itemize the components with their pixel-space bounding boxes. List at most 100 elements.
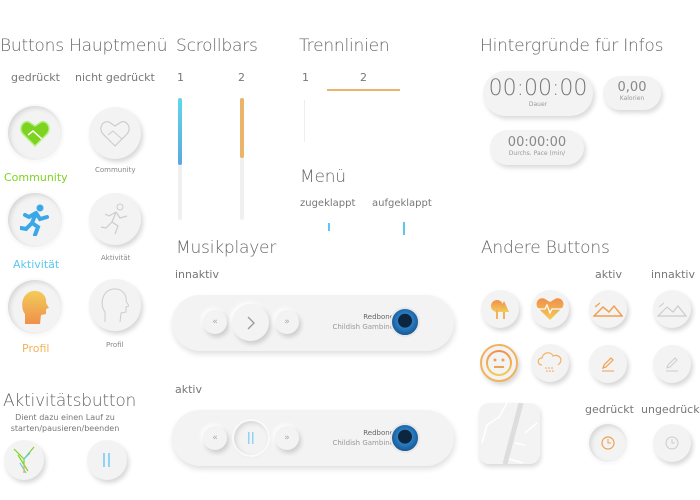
community-button-pressed[interactable] — [8, 106, 62, 160]
activity-button-description: Dient dazu einen Lauf zu starten/pausiere… — [0, 412, 130, 434]
album-cover — [390, 423, 420, 453]
activity-button-pressed[interactable] — [8, 193, 62, 247]
menu-title: Menü — [300, 167, 346, 187]
pencil-icon — [602, 357, 614, 372]
unpressed-label: ungedrück — [641, 403, 700, 416]
timer-button-pressed[interactable] — [589, 424, 627, 462]
weather-button[interactable] — [531, 344, 569, 382]
community-button[interactable] — [89, 107, 141, 159]
description-line: Dient dazu einen Lauf zu — [15, 413, 115, 422]
menu-handle-expanded[interactable] — [403, 222, 405, 235]
calories-value: 0,00 — [617, 80, 647, 95]
pause-button[interactable] — [234, 421, 268, 455]
handshake-heart-icon — [100, 121, 130, 147]
profile-label: Profil — [106, 341, 124, 349]
elevation-button-inactive[interactable] — [653, 290, 691, 328]
handshake-heart-icon — [20, 120, 50, 147]
app-logo-icon — [13, 446, 35, 474]
unpressed-label: nicht gedrückt — [75, 71, 155, 84]
music-player-inactive: « » Redbone Childish Gambino — [172, 295, 454, 351]
scrollbar-2[interactable] — [240, 98, 244, 220]
divider-label-1: 1 — [302, 71, 309, 84]
map-button[interactable] — [479, 403, 540, 464]
trees-button[interactable] — [481, 290, 519, 328]
pressed-label: gedrückt — [11, 71, 60, 84]
cloud-rain-icon — [537, 352, 562, 372]
heart-rate-icon — [536, 298, 564, 320]
elevation-button-active[interactable] — [589, 290, 627, 328]
pace-display: 00:00:00 Durchs. Pace (min/ — [490, 130, 584, 165]
edit-button-inactive[interactable] — [653, 345, 691, 383]
clock-icon — [665, 436, 679, 450]
community-label: Community — [95, 166, 136, 174]
pace-label: Durchs. Pace (min/ — [508, 150, 566, 157]
profile-label-active: Profil — [22, 342, 50, 355]
info-backgrounds-title: Hintergründe für Infos — [480, 36, 664, 56]
calories-label: Kalorien — [619, 95, 645, 102]
scrollbar-1[interactable] — [178, 98, 182, 220]
player-active-label: aktiv — [175, 383, 202, 396]
profile-button-pressed[interactable] — [8, 280, 62, 334]
head-profile-icon — [22, 290, 49, 324]
scrollbar-label-1: 1 — [177, 71, 184, 84]
mountains-icon — [593, 302, 623, 317]
artist-name: Childish Gambino — [332, 439, 394, 447]
previous-button[interactable]: « — [203, 426, 227, 450]
profile-button[interactable] — [89, 279, 141, 331]
other-buttons-title: Andere Buttons — [481, 238, 610, 258]
mountains-icon — [657, 302, 687, 317]
player-inactive-label: innaktiv — [175, 268, 219, 281]
activity-label-active: Aktivität — [13, 258, 60, 271]
music-player-active: « » Redbone Childish Gambino — [172, 410, 454, 466]
heart-rate-button[interactable] — [531, 290, 569, 328]
duration-label: Dauer — [528, 101, 548, 108]
menu-expanded-label: aufgeklappt — [372, 198, 432, 209]
pause-run-button[interactable] — [87, 440, 127, 480]
calories-display: 0,00 Kalorien — [603, 76, 661, 110]
dividers-title: Trennlinien — [299, 36, 390, 56]
play-button[interactable] — [232, 304, 269, 341]
vertical-divider — [304, 100, 305, 142]
trees-icon — [491, 300, 509, 319]
activity-label: Aktivität — [101, 254, 131, 262]
pause-icon — [248, 432, 254, 444]
next-button[interactable]: » — [275, 310, 299, 334]
scrollbar-label-2: 2 — [238, 71, 245, 84]
song-title: Redbone — [363, 429, 394, 437]
album-cover — [390, 307, 420, 337]
divider-label-2: 2 — [360, 71, 367, 84]
inactive-label: innaktiv — [651, 268, 695, 281]
play-icon — [247, 316, 255, 329]
scrollbar-thumb[interactable] — [240, 98, 244, 158]
start-run-button[interactable] — [4, 440, 44, 480]
horizontal-divider — [327, 89, 400, 91]
community-label-active: Community — [4, 171, 68, 184]
previous-button[interactable]: « — [203, 310, 227, 334]
edit-button-active[interactable] — [589, 345, 627, 383]
activity-button[interactable] — [89, 193, 141, 245]
next-button[interactable]: » — [275, 426, 299, 450]
pencil-icon — [666, 357, 678, 372]
scrollbar-thumb[interactable] — [178, 98, 182, 165]
map-icon — [481, 403, 538, 464]
menu-handle-collapsed[interactable] — [328, 223, 330, 231]
mood-button[interactable] — [480, 344, 518, 382]
duration-display: 00:00:00 Dauer — [483, 71, 593, 116]
scrollbars-title: Scrollbars — [176, 36, 258, 56]
runner-icon — [100, 203, 128, 235]
pressed-label: gedrückt — [585, 403, 634, 416]
activity-button-title: Aktivitätsbutton — [3, 391, 137, 411]
clock-icon — [601, 436, 615, 450]
music-player-title: Musikplayer — [176, 238, 277, 258]
pause-icon — [103, 453, 110, 467]
pace-value: 00:00:00 — [507, 135, 567, 150]
duration-value: 00:00:00 — [488, 76, 588, 101]
artist-name: Childish Gambino — [332, 323, 394, 331]
menu-collapsed-label: zugeklappt — [300, 198, 356, 209]
head-profile-icon — [101, 288, 129, 322]
main-menu-title: Buttons Hauptmenü — [0, 36, 168, 56]
neutral-face-icon — [486, 350, 512, 376]
timer-button[interactable] — [653, 424, 691, 462]
description-line: starten/pausieren/beenden — [10, 424, 120, 433]
active-label: aktiv — [595, 268, 622, 281]
